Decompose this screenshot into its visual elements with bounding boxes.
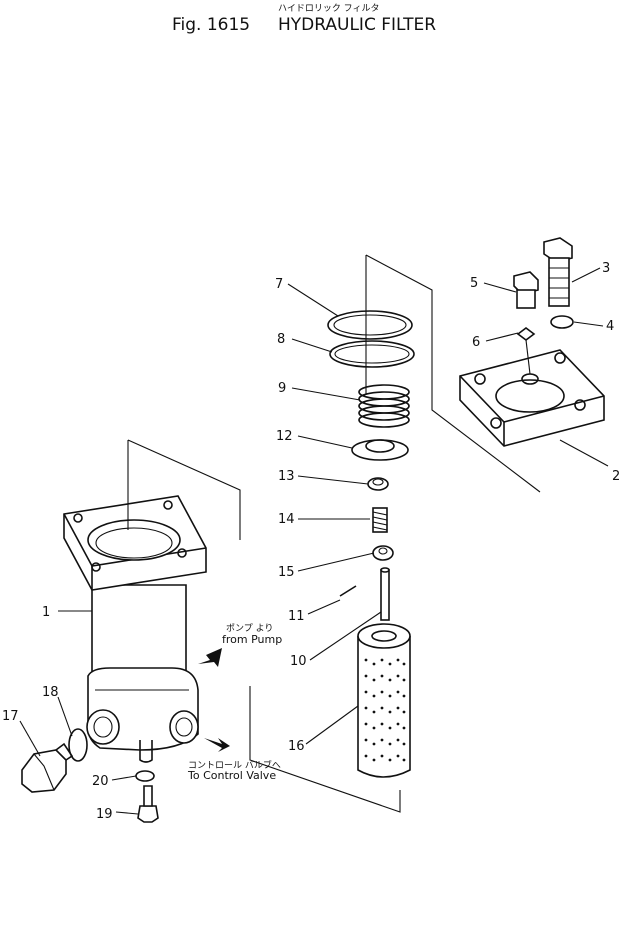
filter-spring bbox=[358, 384, 410, 428]
part-label-17: 17 bbox=[2, 709, 19, 724]
seal-washer bbox=[516, 327, 536, 341]
part-label-5: 5 bbox=[470, 276, 478, 291]
part-label-14: 14 bbox=[278, 512, 295, 527]
long-bolt bbox=[543, 237, 573, 307]
to-valve-label: To Control Valve bbox=[187, 769, 276, 782]
part-label-1: 1 bbox=[42, 605, 50, 620]
relief-spring bbox=[372, 507, 388, 533]
part-label-13: 13 bbox=[278, 469, 295, 484]
part-label-12: 12 bbox=[276, 429, 293, 444]
part-label-8: 8 bbox=[277, 332, 285, 347]
filter-o-ring bbox=[329, 340, 415, 368]
cotter-pin bbox=[339, 585, 357, 597]
part-label-6: 6 bbox=[472, 335, 480, 350]
spring-seat bbox=[351, 439, 409, 461]
part-label-10: 10 bbox=[290, 654, 307, 669]
short-bolt bbox=[513, 271, 539, 309]
drain-plug bbox=[21, 742, 74, 793]
assembly-ghost-line bbox=[365, 254, 541, 493]
part-label-19: 19 bbox=[96, 807, 113, 822]
leader-lines bbox=[19, 267, 609, 815]
filter-perforations bbox=[364, 658, 406, 762]
inlet-arrow-icon bbox=[198, 648, 222, 667]
to-valve-jp: コントロール バルブへ bbox=[188, 759, 281, 771]
lock-washer bbox=[550, 315, 574, 329]
relief-valve-cap bbox=[367, 477, 389, 491]
part-label-15: 15 bbox=[278, 565, 295, 580]
part-number-labels: 1 2 3 4 5 6 7 8 9 10 11 12 13 14 15 16 1… bbox=[2, 261, 620, 822]
plug-o-ring bbox=[68, 728, 88, 762]
element-ghost-line bbox=[249, 686, 401, 813]
part-label-9: 9 bbox=[278, 381, 286, 396]
from-pump-jp: ポンプ より bbox=[226, 623, 273, 634]
center-rod bbox=[380, 567, 390, 621]
part-label-11: 11 bbox=[288, 609, 305, 624]
filter-element bbox=[357, 623, 411, 778]
part-label-3: 3 bbox=[602, 261, 610, 276]
diagram-title: HYDRAULIC FILTER bbox=[278, 15, 436, 35]
filter-housing bbox=[63, 439, 241, 763]
part-label-20: 20 bbox=[92, 774, 109, 789]
small-bolt bbox=[137, 785, 159, 823]
title-japanese: ハイドロリック フィルタ bbox=[278, 3, 380, 14]
from-pump-label: from Pump bbox=[222, 633, 282, 646]
part-label-4: 4 bbox=[606, 319, 614, 334]
part-label-16: 16 bbox=[288, 739, 305, 754]
outlet-arrow-icon bbox=[204, 738, 230, 752]
filter-cover bbox=[459, 349, 605, 447]
part-label-2: 2 bbox=[612, 469, 620, 484]
part-label-7: 7 bbox=[275, 277, 283, 292]
relief-nut bbox=[372, 545, 394, 561]
figure-number: Fig. 1615 bbox=[172, 15, 250, 35]
filter-o-ring-large bbox=[327, 310, 413, 340]
spring-washer bbox=[135, 770, 155, 782]
part-label-18: 18 bbox=[42, 685, 59, 700]
